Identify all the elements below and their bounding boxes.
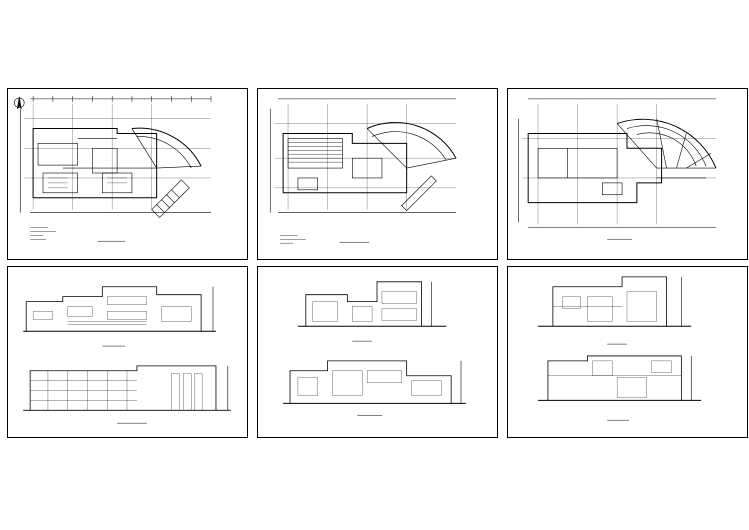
sheet-upper-floor-plan [257,88,498,260]
elevations-a-drawing [23,286,231,424]
ground-floor-plan-drawing [14,95,212,242]
sections-drawing [538,276,702,421]
elevations-b-drawing [283,281,466,416]
sheet-elevations-b [257,266,498,438]
sheet-roof-plan [507,88,748,260]
sheet-sections [507,266,748,438]
sheet-ground-floor-plan [7,88,248,260]
upper-floor-plan-drawing [269,98,457,244]
sheet-elevations-a [7,266,248,438]
roof-plan-drawing [517,98,717,240]
